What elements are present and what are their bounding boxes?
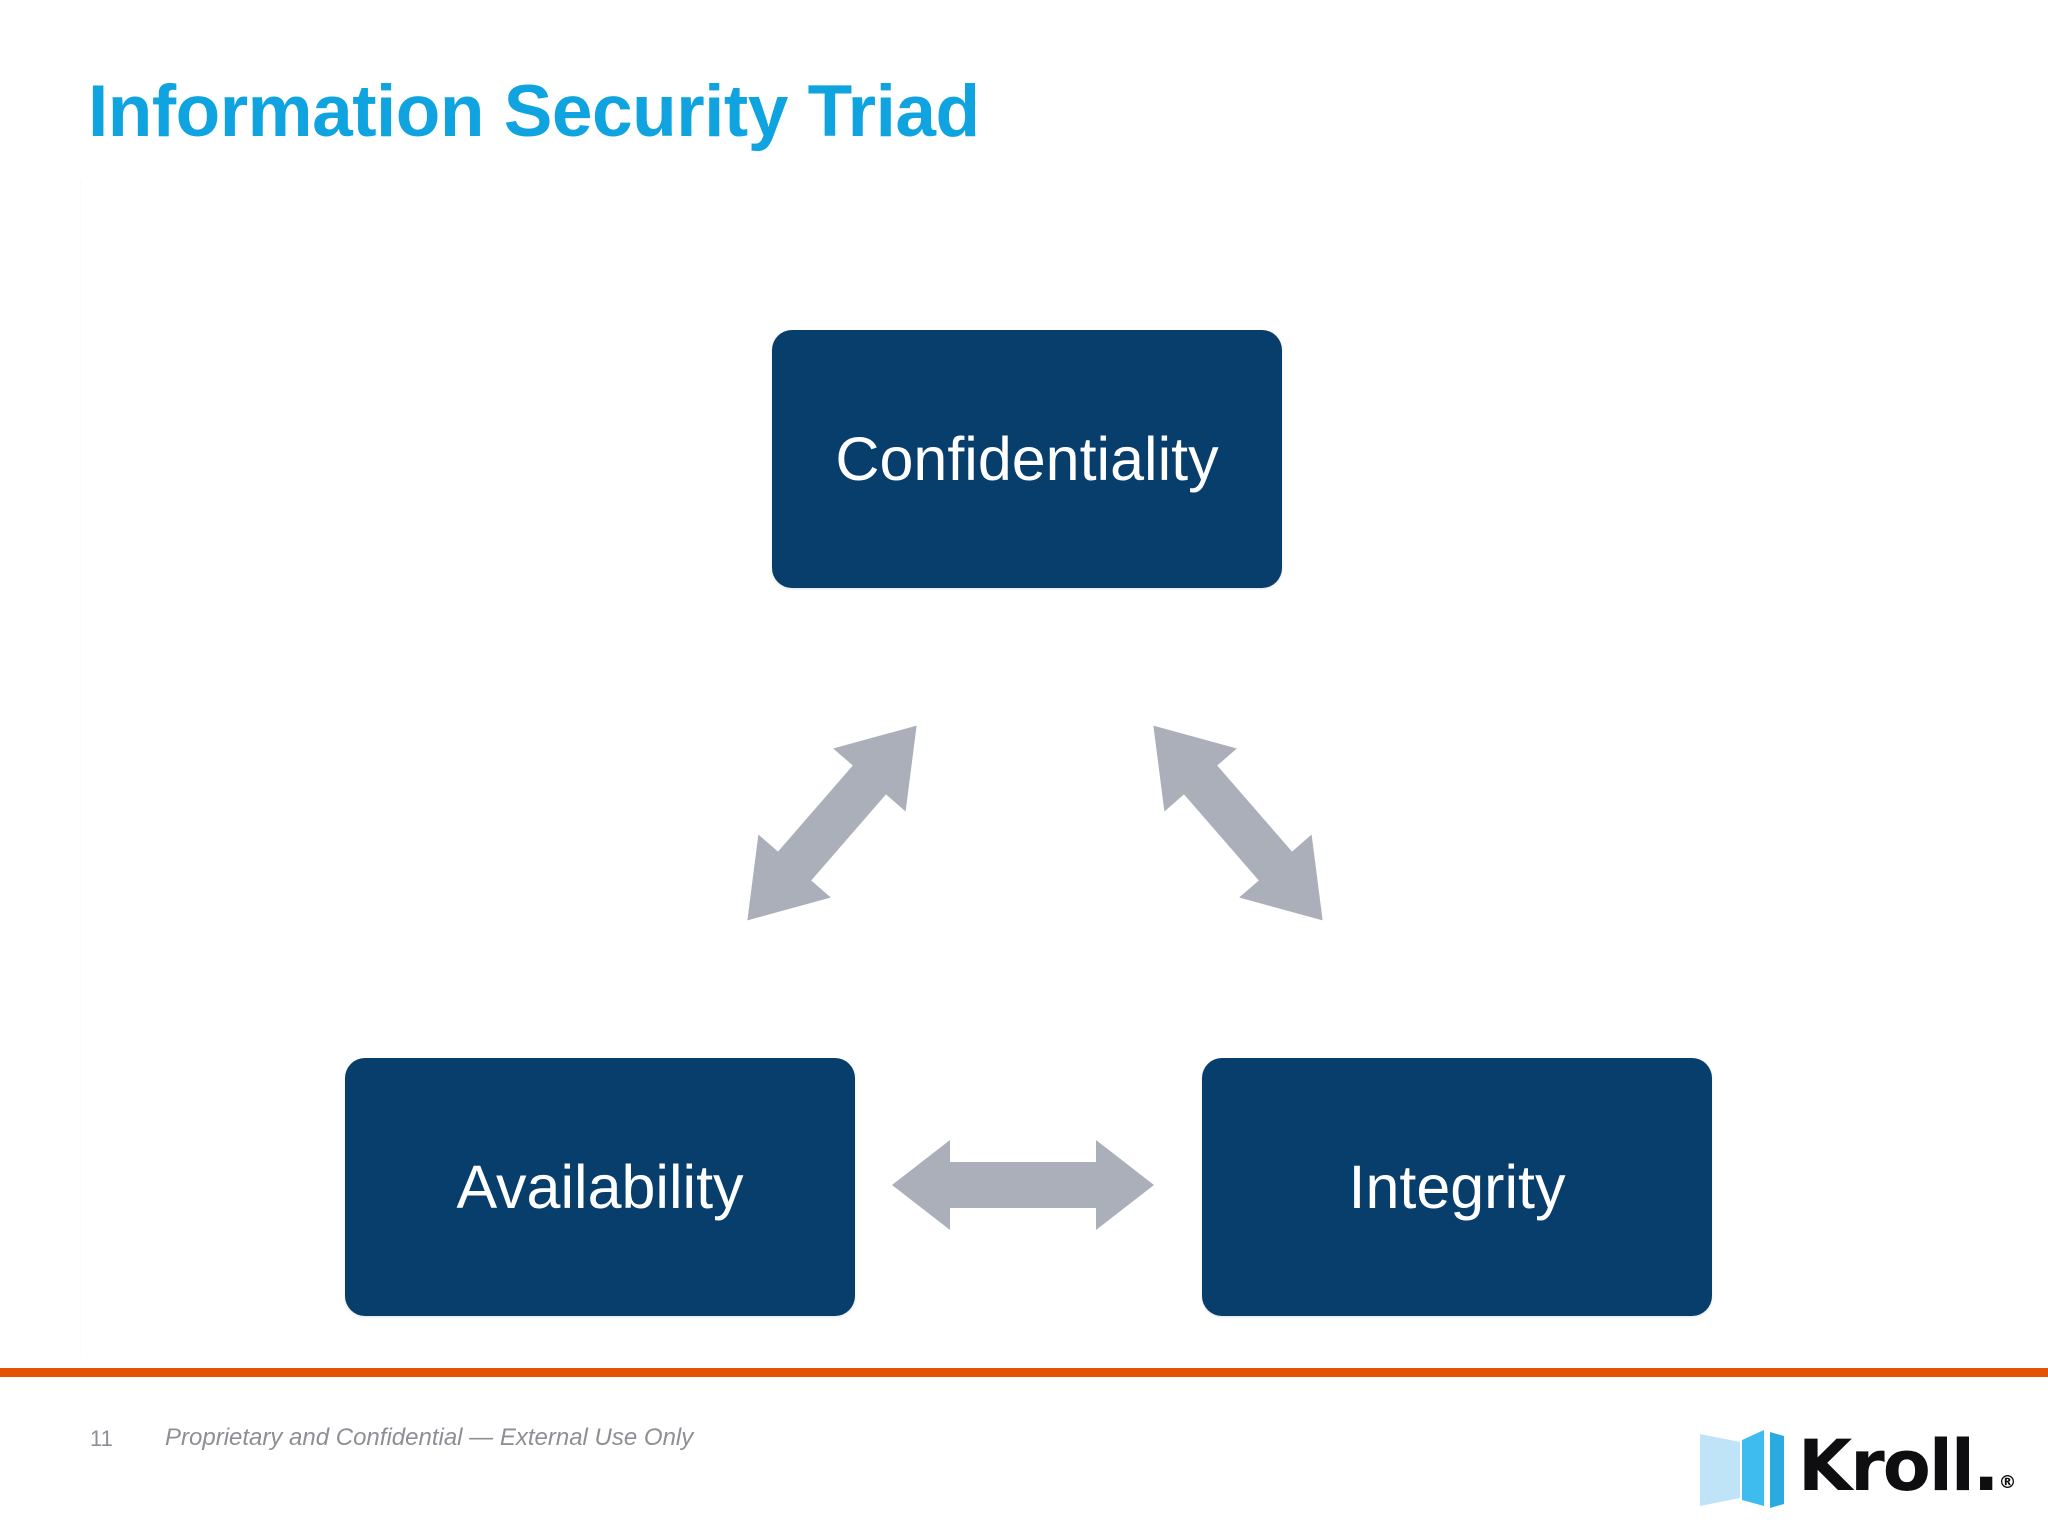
connector-confidentiality-availability-double-arrow-icon	[712, 688, 952, 958]
kroll-mark-icon	[1700, 1430, 1784, 1508]
node-label-integrity: Integrity	[1348, 1152, 1566, 1221]
kroll-logo: Kroll.®	[1700, 1420, 2016, 1520]
diagram-node-confidentiality[interactable]: Confidentiality	[772, 330, 1282, 588]
connector-confidentiality-integrity-double-arrow-icon	[1118, 688, 1358, 958]
registered-trademark-icon: ®	[1998, 1472, 2016, 1493]
kroll-wordmark-period: .	[1972, 1425, 2000, 1507]
diagram-node-availability[interactable]: Availability	[345, 1058, 855, 1316]
diagram-node-integrity[interactable]: Integrity	[1202, 1058, 1712, 1316]
kroll-wordmark: Kroll.®	[1798, 1431, 2016, 1501]
footer-confidentiality-note: Proprietary and Confidential — External …	[165, 1424, 694, 1451]
footer-divider	[0, 1368, 2048, 1377]
page-title: Information Security Triad	[88, 71, 980, 152]
kroll-wordmark-text: Kroll	[1798, 1425, 1975, 1507]
node-label-availability: Availability	[456, 1152, 744, 1221]
page-number: 11	[90, 1426, 113, 1451]
node-label-confidentiality: Confidentiality	[835, 424, 1219, 493]
connector-availability-integrity-double-arrow-icon	[888, 1132, 1158, 1238]
content-area-edge	[80, 180, 81, 1355]
